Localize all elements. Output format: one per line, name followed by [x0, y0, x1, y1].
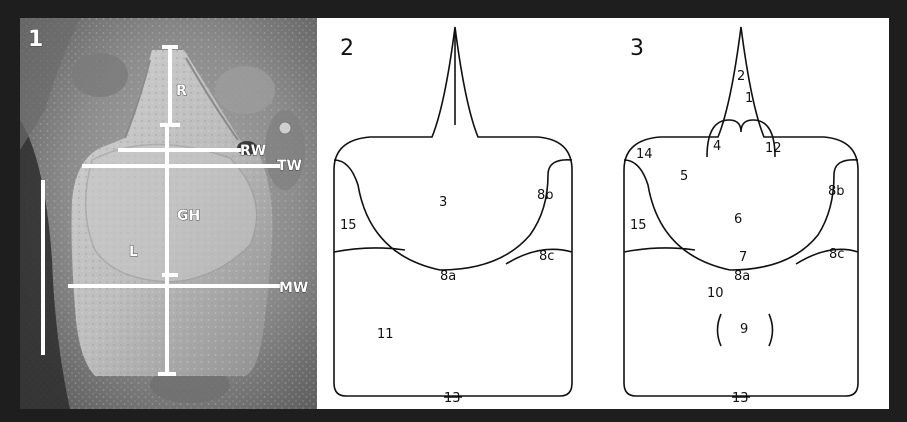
panel-number-3: 3	[630, 36, 644, 61]
region-label: 2	[737, 69, 745, 84]
panel-number-2: 2	[340, 36, 354, 61]
region-label: 13	[444, 391, 461, 406]
region-label: 8b	[537, 188, 554, 203]
label-rostral-width: RW	[240, 143, 266, 159]
region-label: 8c	[829, 247, 844, 262]
region-label: 10	[707, 286, 724, 301]
region-label: 3	[439, 195, 447, 210]
region-label: 7	[739, 250, 747, 265]
region-label: 1	[745, 91, 753, 106]
panel-number-1: 1	[28, 27, 43, 52]
region-label: 11	[377, 327, 394, 342]
region-label: 15	[630, 218, 647, 233]
region-label: 14	[636, 147, 653, 162]
label-lateral: L	[129, 244, 138, 260]
region-label: 9	[740, 322, 748, 337]
region-label: 8a	[440, 269, 456, 284]
region-label: 12	[765, 141, 782, 156]
region-label: 8c	[539, 249, 554, 264]
region-label: 5	[680, 169, 688, 184]
label-rostrum: R	[176, 83, 187, 99]
region-label: 4	[713, 139, 721, 154]
region-label: 6	[734, 212, 742, 227]
panel-3-diagram	[608, 18, 889, 409]
region-label: 15	[340, 218, 357, 233]
label-gastric-region: GH	[177, 208, 200, 224]
panel-2-diagram	[317, 18, 608, 409]
region-label: 13	[732, 391, 749, 406]
label-total-width: TW	[277, 158, 302, 174]
label-mid-width: MW	[279, 280, 308, 296]
region-label: 8a	[734, 269, 750, 284]
region-label: 8b	[828, 184, 845, 199]
